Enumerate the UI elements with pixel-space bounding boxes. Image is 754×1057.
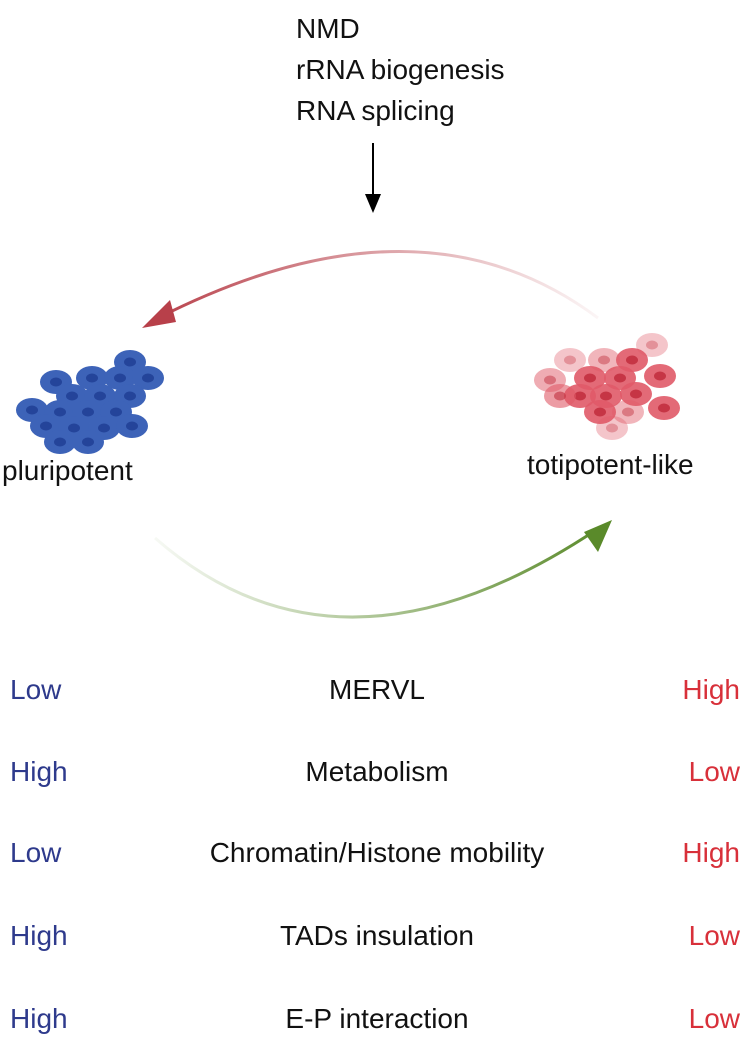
cell: [636, 333, 668, 357]
totipotent-like-label: totipotent-like: [527, 449, 694, 480]
regulator-list: NMD rRNA biogenesis RNA splicing: [296, 8, 505, 131]
cell-nucleus: [574, 391, 586, 401]
cell-nucleus: [142, 373, 154, 383]
cell-nucleus: [82, 437, 94, 447]
cell-nucleus: [654, 371, 666, 381]
transition-arrow-to-pluripotent: [142, 250, 599, 328]
cell-nucleus: [86, 373, 98, 383]
cell: [554, 348, 586, 372]
cell-nucleus: [54, 437, 66, 447]
pluripotent-level: High: [10, 1003, 68, 1034]
cell-nucleus: [630, 389, 642, 399]
cell-nucleus: [606, 423, 618, 433]
regulator-rrna-biogenesis: rRNA biogenesis: [296, 54, 505, 85]
comparison-row-e-p-interaction: High E-P interaction Low: [0, 1003, 754, 1043]
pluripotent-level: High: [10, 920, 68, 951]
feature-label: E-P interaction: [285, 1003, 469, 1034]
cell-nucleus: [82, 407, 94, 417]
comparison-row-metabolism: High Metabolism Low: [0, 756, 754, 796]
cell-nucleus: [98, 423, 110, 433]
comparison-row-mervl: Low MERVL High: [0, 674, 754, 714]
cell-nucleus: [622, 407, 634, 417]
totipotent-level: High: [682, 837, 740, 868]
cell-nucleus: [564, 355, 576, 365]
pluripotent-level: High: [10, 756, 68, 787]
totipotent-level: Low: [688, 1003, 740, 1034]
cell-nucleus: [626, 355, 638, 365]
cell-nucleus: [40, 421, 52, 431]
cell-nucleus: [584, 373, 596, 383]
cell-nucleus: [94, 391, 106, 401]
feature-label: TADs insulation: [279, 920, 474, 951]
cell-nucleus: [66, 391, 78, 401]
regulator-nmd: NMD: [296, 13, 360, 44]
cell-nucleus: [554, 391, 566, 401]
cell-nucleus: [594, 407, 606, 417]
totipotent-level: High: [682, 674, 740, 705]
cell: [596, 416, 628, 440]
comparison-row-chromatin-histone-mobility: Low Chromatin/Histone mobility High: [0, 837, 754, 877]
feature-label: Metabolism: [305, 756, 449, 787]
regulator-rna-splicing: RNA splicing: [296, 95, 455, 126]
regulator-arrow: [365, 143, 381, 213]
feature-label: MERVL: [329, 674, 425, 705]
cell-nucleus: [54, 407, 66, 417]
comparison-row-tads-insulation: High TADs insulation Low: [0, 920, 754, 960]
cell-nucleus: [26, 405, 38, 415]
feature-label: Chromatin/Histone mobility: [209, 837, 545, 868]
cell-nucleus: [50, 377, 62, 387]
cell: [588, 348, 620, 372]
cell-nucleus: [598, 355, 610, 365]
pluripotent-label: pluripotent: [2, 455, 133, 486]
transition-arrow-to-totipotent: [154, 520, 612, 619]
pluripotent-level: Low: [10, 837, 62, 868]
cell-nucleus: [600, 391, 612, 401]
pluripotent-cell-cluster: [16, 350, 164, 454]
cell-nucleus: [544, 375, 556, 385]
cell-nucleus: [114, 373, 126, 383]
cell-nucleus: [646, 340, 658, 350]
totipotent-level: Low: [688, 756, 740, 787]
cell-nucleus: [658, 403, 670, 413]
pluripotent-level: Low: [10, 674, 62, 705]
cell-nucleus: [124, 391, 136, 401]
cell-nucleus: [68, 423, 80, 433]
cell-nucleus: [126, 421, 138, 431]
cell: [612, 400, 644, 424]
cycle-diagram: [16, 143, 680, 619]
totipotent-level: Low: [688, 920, 740, 951]
totipotent-like-cell-cluster: [534, 333, 680, 440]
cell-nucleus: [614, 373, 626, 383]
cell-nucleus: [124, 357, 136, 367]
cell-nucleus: [110, 407, 122, 417]
